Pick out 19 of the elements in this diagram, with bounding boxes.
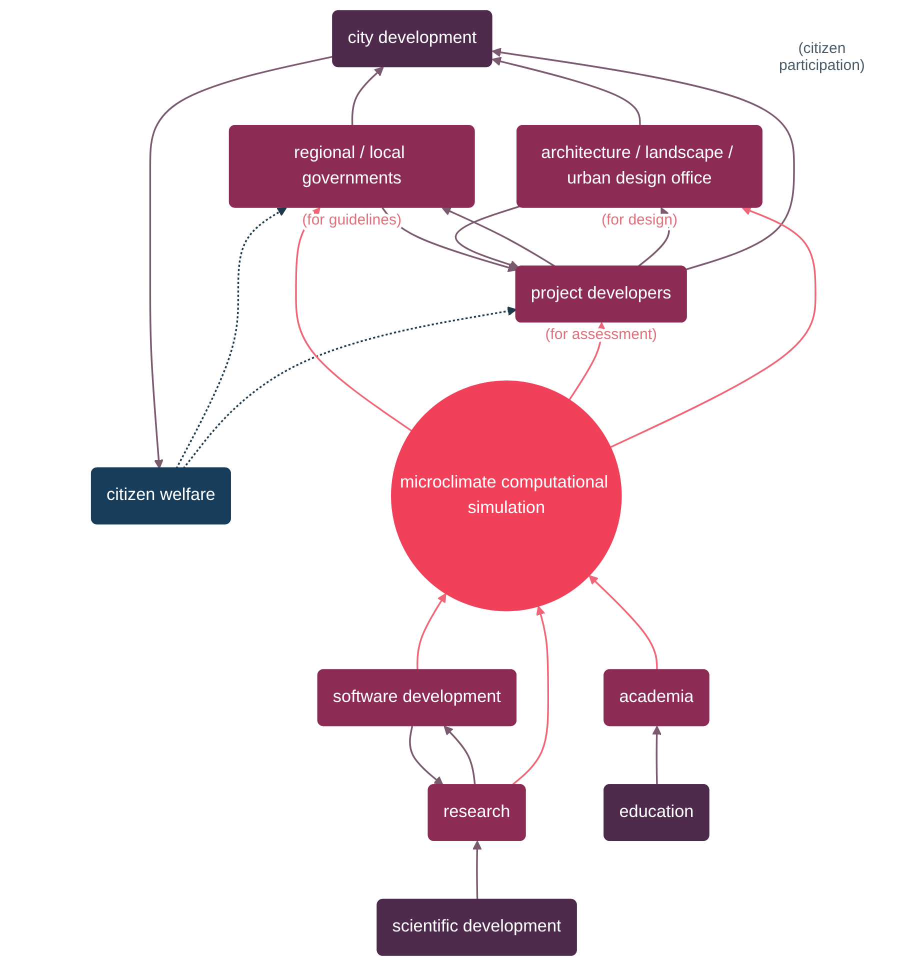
arrow (351, 66, 384, 126)
arrow (472, 840, 482, 900)
arrow (182, 306, 517, 470)
arrow (444, 726, 476, 786)
arrow (176, 207, 287, 469)
arrow (588, 575, 658, 670)
arrow (442, 206, 556, 268)
arrow (511, 606, 550, 786)
arrow (416, 593, 446, 670)
node-circle: microclimate computational simulation (391, 380, 622, 612)
arrow (492, 56, 641, 126)
arrow (492, 48, 795, 270)
arrow (295, 207, 412, 432)
arrow (454, 206, 520, 270)
note: (citizen participation) (778, 40, 866, 74)
arrow (409, 726, 444, 786)
arrow (149, 56, 334, 469)
arrow (382, 207, 518, 272)
arrow (652, 726, 662, 786)
